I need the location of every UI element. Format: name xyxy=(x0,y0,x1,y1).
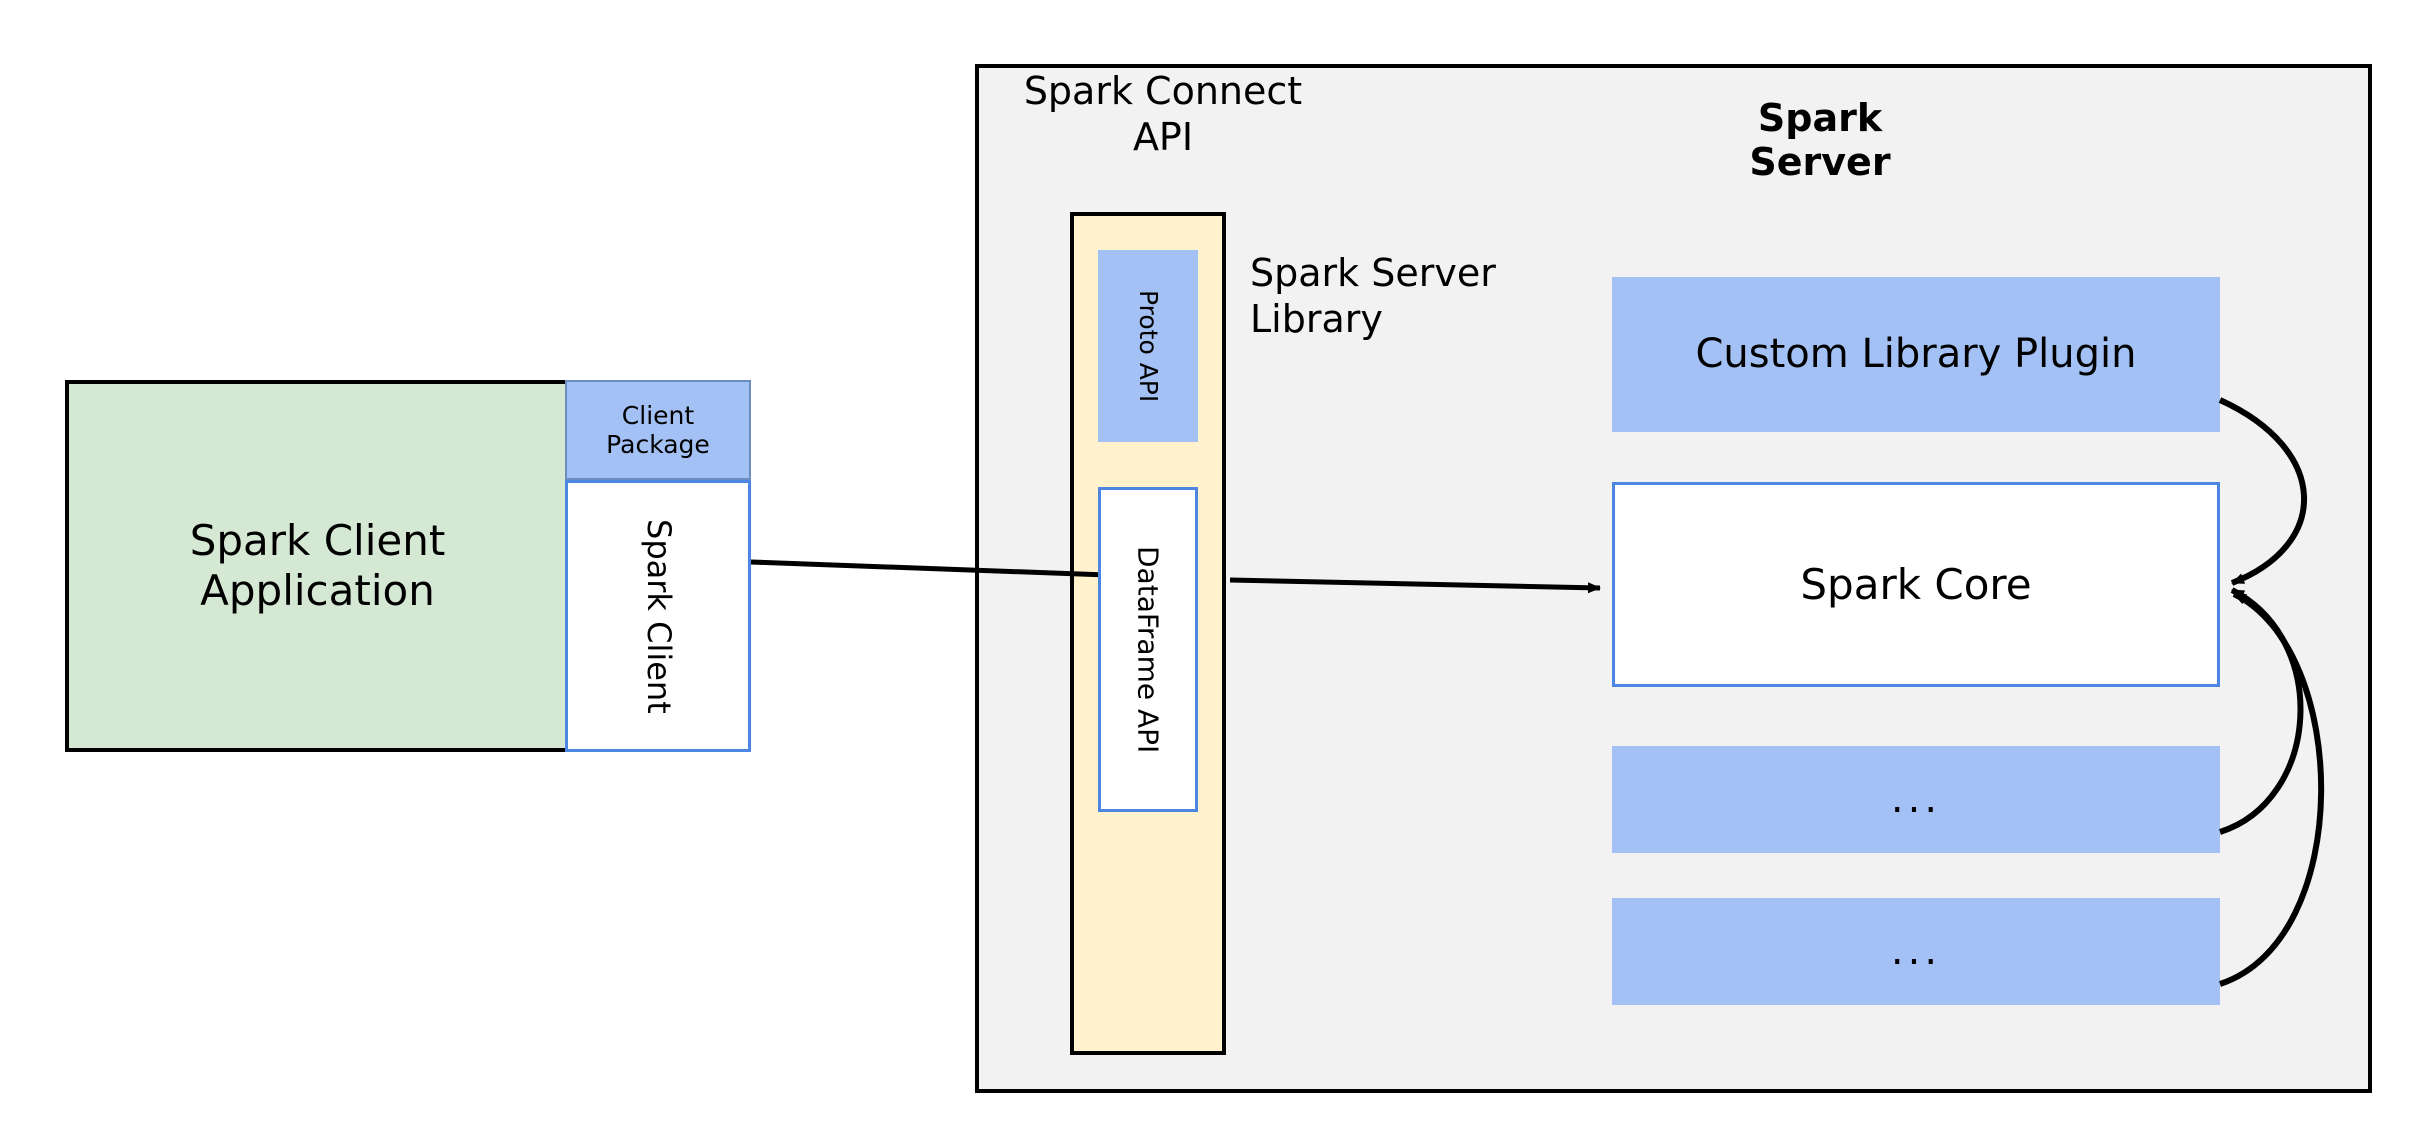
dataframe-api-box[interactable]: DataFrame API xyxy=(1098,487,1198,812)
connect-api-line-1: Spark Connect xyxy=(1023,69,1303,113)
client-package-box[interactable]: Client Package xyxy=(565,380,751,480)
spark-client-box[interactable]: Spark Client xyxy=(565,480,751,752)
spark-core-box[interactable]: Spark Core xyxy=(1612,482,2220,687)
server-library-line-2: Library xyxy=(1250,297,1383,342)
spark-server-title: Spark Server xyxy=(1749,96,1891,184)
placeholder-label-2: ... xyxy=(1890,927,1942,974)
client-package-line-2: Package xyxy=(606,430,710,459)
dataframe-api-label: DataFrame API xyxy=(1131,545,1165,754)
placeholder-component-box-2[interactable]: ... xyxy=(1612,898,2220,1005)
placeholder-component-box-1[interactable]: ... xyxy=(1612,746,2220,853)
app-label-line-1: Spark Client xyxy=(189,516,446,566)
custom-library-plugin-box[interactable]: Custom Library Plugin xyxy=(1612,277,2220,432)
proto-api-box[interactable]: Proto API xyxy=(1098,250,1198,442)
client-package-label: Client Package xyxy=(606,401,710,460)
proto-api-label: Proto API xyxy=(1133,289,1163,403)
custom-library-plugin-label: Custom Library Plugin xyxy=(1695,330,2137,377)
server-library-line-1: Spark Server xyxy=(1250,251,1496,295)
app-label-line-2: Application xyxy=(200,566,435,615)
spark-client-application-box[interactable]: Spark Client Application xyxy=(65,380,570,752)
spark-client-application-label: Spark Client Application xyxy=(190,516,446,615)
placeholder-label-1: ... xyxy=(1890,775,1942,822)
spark-client-label: Spark Client xyxy=(639,518,678,714)
spark-core-label: Spark Core xyxy=(1800,559,2032,609)
connect-api-line-2: API xyxy=(1132,115,1194,160)
spark-server-library-label: Spark Server Library xyxy=(1250,250,1540,343)
client-package-line-1: Client xyxy=(621,400,695,430)
spark-connect-api-label: Spark Connect API xyxy=(1018,68,1308,161)
